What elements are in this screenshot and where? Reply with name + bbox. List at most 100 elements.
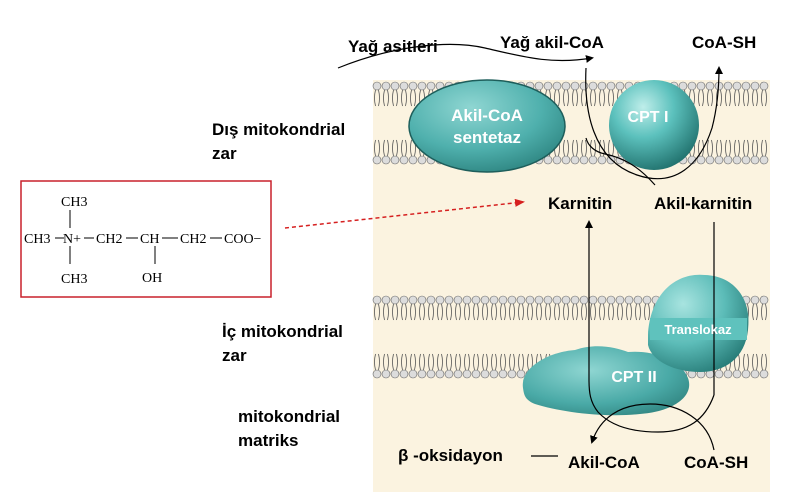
cpt2-protein [522,346,690,416]
lipid-head [588,155,598,165]
lipid-head [435,369,445,379]
lipid-tail [450,303,452,321]
lipid-head [444,369,454,379]
lipid-head [372,295,382,305]
lipid-tail [464,303,466,321]
lipid-tail [473,353,475,371]
lipid-tail [495,353,497,371]
lipid-tail [738,89,740,107]
lipid-head [624,295,634,305]
lipid-tail [410,139,412,157]
lipid-head [417,295,427,305]
lipid-tail [383,303,385,321]
lipid-tail [729,89,731,107]
lipid-head [390,155,400,165]
lipid-tail [594,89,596,107]
lipid-head [381,81,391,91]
lipid-tail [374,353,376,371]
lipid-tail [486,303,488,321]
lipid-tail [725,89,727,107]
lipid-tail [765,89,767,107]
lipid-tail [464,353,466,371]
lipid-tail [572,303,574,321]
lipid-head [525,295,535,305]
lipid-head [408,81,418,91]
lipid-head [534,295,544,305]
lipid-tail [401,89,403,107]
lipid-tail [554,303,556,321]
lipid-head [381,369,391,379]
lipid-tail [428,353,430,371]
carnitine-structure: CH3 N+ CH3 CH2 CH CH2 COO− OH CH3 [24,195,262,287]
lipid-tail [509,353,511,371]
lipid-tail [743,89,745,107]
lipid-head [723,155,733,165]
lipid-tail [549,303,551,321]
lipid-head [696,155,706,165]
lipid-head [561,81,571,91]
lipid-head [426,81,436,91]
lipid-head [750,81,760,91]
lipid-tail [563,303,565,321]
lipid-head [741,369,751,379]
lipid-head [732,81,742,91]
lipid-tail [558,303,560,321]
lipid-tail [509,303,511,321]
lipid-tail [594,139,596,157]
lipid-head [471,369,481,379]
lipid-tail [599,303,601,321]
lipid-tail [756,303,758,321]
lipid-head [489,369,499,379]
lipid-tail [482,353,484,371]
lipid-tail [725,139,727,157]
lipid-head [750,155,760,165]
cpt1-protein [609,80,699,170]
translocase-label-box [650,318,747,340]
lipid-tail [446,303,448,321]
lipid-tail [396,303,398,321]
lipid-head [408,295,418,305]
lipid-tail [545,303,547,321]
lipid-tail [513,303,515,321]
lipid-tail [504,303,506,321]
lipid-head [543,295,553,305]
lipid-tail [441,353,443,371]
lipid-tail [567,89,569,107]
carnitine-to-cpt1-arrow [585,137,656,186]
lipid-tail [626,303,628,321]
lipid-head [759,81,769,91]
lipid-tail [455,353,457,371]
lipid-tail [756,353,758,371]
synthetase-label-line1: Akil-CoA [451,106,523,125]
lipid-tail [482,303,484,321]
structure-ch: CH [140,232,159,247]
lipid-tail [720,89,722,107]
lipid-tail [405,89,407,107]
structure-oh: OH [142,271,162,286]
lipid-tail [720,139,722,157]
structure-coo: COO− [224,232,262,247]
cpt2-product-arrow [590,403,715,451]
lipid-head [714,369,724,379]
lipid-tail [711,89,713,107]
lipid-head [759,155,769,165]
lipid-tail [572,89,574,107]
lipid-head [507,369,517,379]
lipid-tail [405,353,407,371]
lipid-tail [576,303,578,321]
lipid-tail [396,139,398,157]
lipid-head [453,369,463,379]
lipid-tail [473,303,475,321]
lipid-head [399,295,409,305]
lipid-head [615,295,625,305]
carnitine-structure-box [20,180,272,298]
lipid-tail [383,89,385,107]
lipid-tail [432,303,434,321]
lipid-tail [527,303,529,321]
lipid-head [471,295,481,305]
carnitine-label: Karnitin [548,194,612,213]
lipid-tail [531,303,533,321]
lipid-head [561,295,571,305]
lipid-tail [599,139,601,157]
lipid-head [723,81,733,91]
